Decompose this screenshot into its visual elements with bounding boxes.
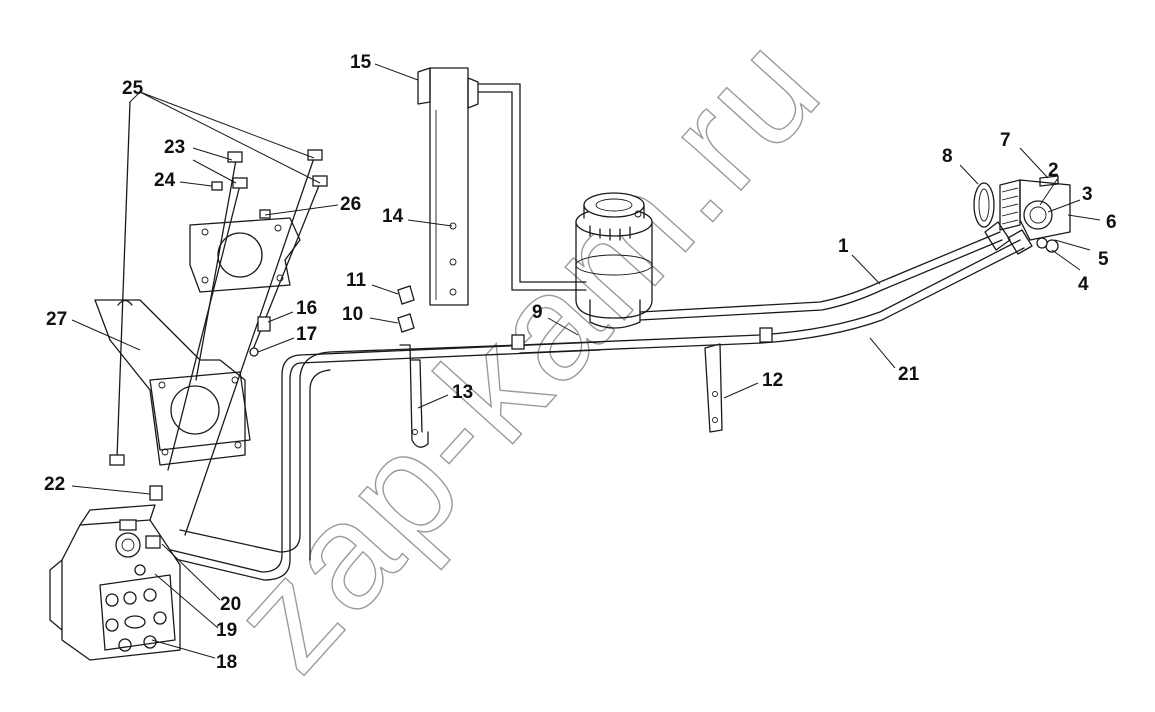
pipe-assembly: [149, 221, 1033, 581]
callout-3: 3: [1082, 184, 1093, 205]
callout-14: 14: [382, 206, 404, 227]
watermark: zap-kam.ru: [198, 1, 853, 702]
bracket-strap: [417, 67, 479, 306]
callout-27: 27: [46, 309, 67, 330]
bracket-13: [399, 344, 429, 448]
callout-6: 6: [1106, 212, 1117, 233]
callout-1: 1: [838, 236, 849, 257]
callout-20: 20: [220, 594, 241, 615]
oil-reservoir: [575, 192, 653, 329]
bolts: [109, 101, 328, 536]
leader-lines: [71, 63, 1101, 659]
steering-gear-end: [973, 175, 1071, 253]
callout-26: 26: [340, 194, 361, 215]
watermark-text: zap-kam.ru: [199, 2, 853, 702]
callout-10: 10: [342, 304, 363, 325]
callout-21: 21: [898, 364, 920, 385]
callout-2: 2: [1048, 160, 1059, 181]
callout-7: 7: [1000, 130, 1011, 151]
callout-11: 11: [346, 270, 367, 291]
callout-25: 25: [122, 78, 144, 99]
callout-12: 12: [762, 370, 783, 391]
clamps: [397, 285, 415, 333]
callout-4: 4: [1078, 274, 1089, 295]
hydraulic-pump: [49, 504, 181, 661]
callout-24: 24: [154, 170, 176, 191]
callout-5: 5: [1098, 249, 1109, 270]
callout-22: 22: [44, 474, 65, 495]
callout-8: 8: [942, 146, 953, 167]
callout-13: 13: [452, 382, 473, 403]
vent-hose: [477, 83, 587, 283]
mounting-bracket: [94, 217, 301, 466]
callout-15: 15: [350, 52, 372, 73]
callout-17: 17: [296, 324, 317, 345]
callout-23: 23: [164, 137, 185, 158]
callout-9: 9: [532, 302, 543, 323]
callout-18: 18: [216, 652, 237, 673]
callout-labels: 1 2 3 4 5 6 7 8 9 10 11 12 13 14 15 16 1…: [44, 52, 1117, 673]
bracket-12: [704, 343, 723, 433]
callout-16: 16: [296, 298, 317, 319]
callout-19: 19: [216, 620, 237, 641]
